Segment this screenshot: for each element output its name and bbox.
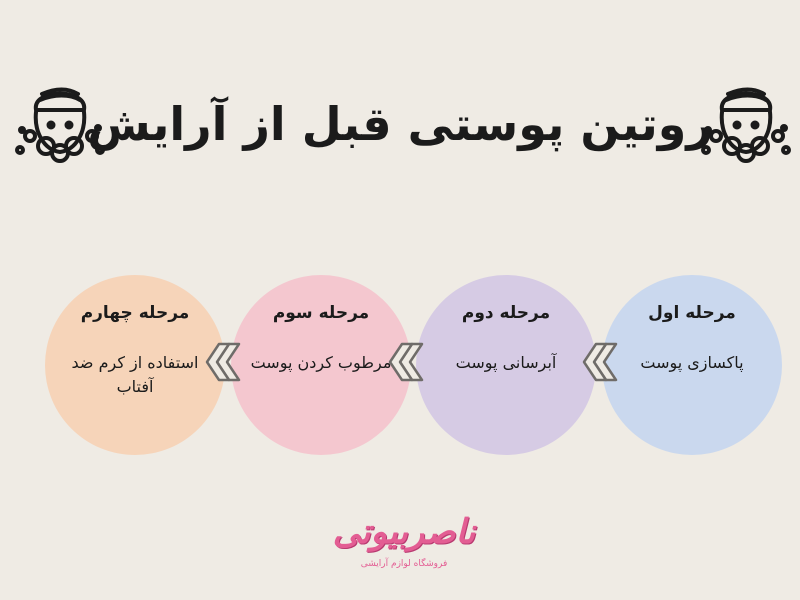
step-heading: مرحله چهارم [80, 303, 190, 323]
brand-logo-text: ناصربیوتی [332, 512, 476, 552]
step-circle-1: مرحله اول پاکسازی پوست [602, 275, 782, 455]
step-heading: مرحله اول [648, 303, 736, 323]
face-washing-icon [15, 87, 105, 163]
page-title: روتین پوستی قبل از آرایش [87, 97, 713, 151]
step-text: پاکسازی پوست [640, 353, 744, 372]
chevron-left-icon [205, 342, 241, 382]
brand-logo: ناصربیوتی فروشگاه لوازم آرایشی [318, 506, 490, 576]
face-washing-icon [701, 87, 791, 163]
step-circle-3: مرحله سوم مرطوب کردن پوست [231, 275, 411, 455]
chevron-left-icon [582, 342, 618, 382]
brand-tagline: فروشگاه لوازم آرایشی [360, 559, 448, 569]
step-text: مرطوب کردن پوست [250, 353, 392, 372]
step-text: استفاده از کرم ضد آفتاب [71, 353, 199, 396]
chevron-left-icon [388, 342, 424, 382]
step-heading: مرحله دوم [461, 303, 551, 323]
step-circle-4: مرحله چهارم استفاده از کرم ضد آفتاب [45, 275, 225, 455]
step-text: آبرسانی پوست [455, 353, 557, 372]
step-circle-2: مرحله دوم آبرسانی پوست [416, 275, 596, 455]
step-heading: مرحله سوم [272, 303, 370, 323]
